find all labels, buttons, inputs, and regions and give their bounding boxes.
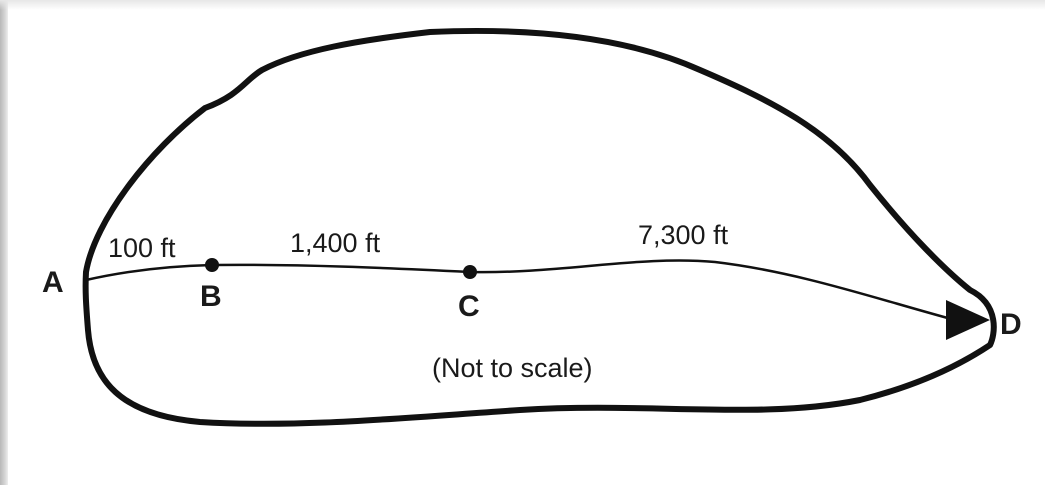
distance-a-b-label: 100 ft xyxy=(108,233,176,263)
distance-c-d-label: 7,300 ft xyxy=(638,220,729,250)
lake-outline xyxy=(82,27,997,427)
scale-note: (Not to scale) xyxy=(432,353,593,383)
arrowhead xyxy=(946,300,990,340)
point-c-label: C xyxy=(458,290,480,323)
edge-strip xyxy=(0,0,8,485)
top-shadow xyxy=(0,0,1045,10)
point-b-marker xyxy=(205,258,219,272)
point-b-label: B xyxy=(200,280,222,313)
point-a-label: A xyxy=(42,266,64,299)
point-c-marker xyxy=(463,265,477,279)
point-d-label: D xyxy=(1000,308,1022,341)
route-line xyxy=(85,259,956,322)
distance-b-c-label: 1,400 ft xyxy=(290,228,381,258)
